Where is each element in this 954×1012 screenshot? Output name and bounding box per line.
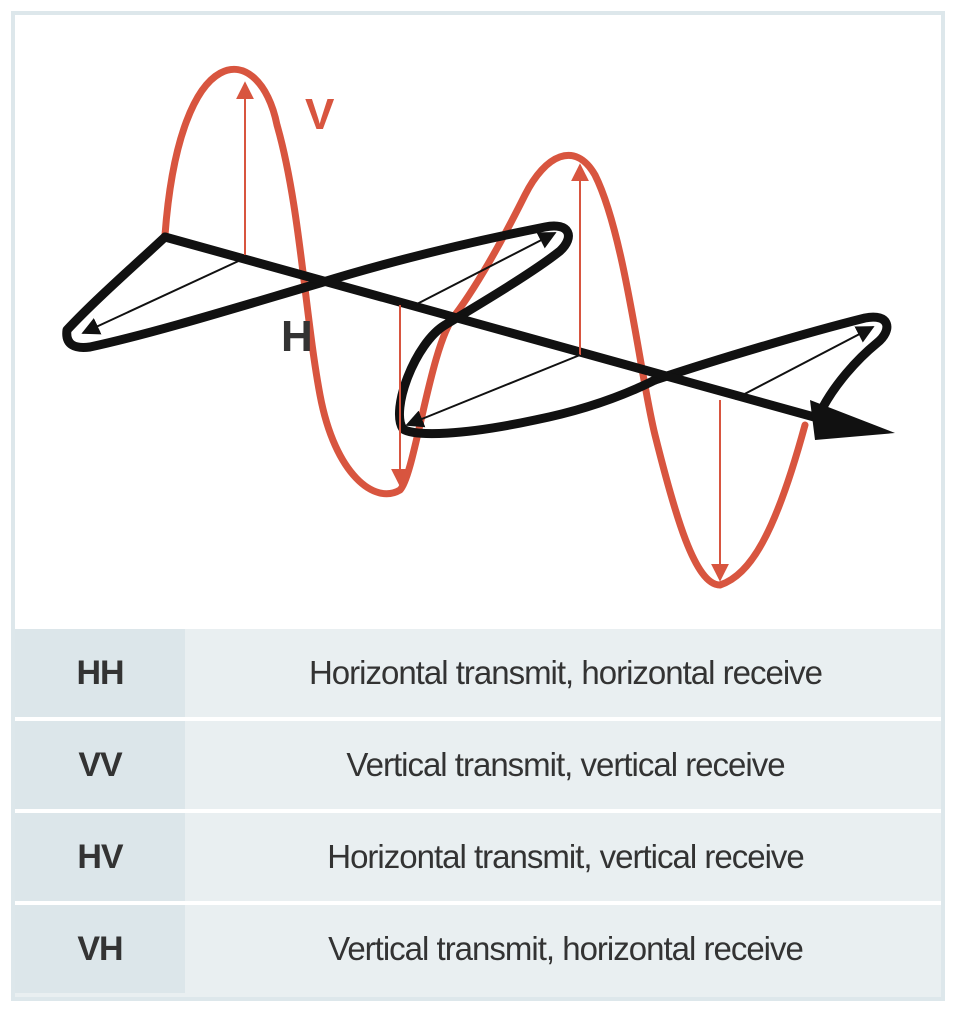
vertical-wave bbox=[161, 65, 809, 589]
propagation-arrowhead bbox=[810, 400, 895, 440]
table-row: VV Vertical transmit, vertical receive bbox=[15, 721, 941, 809]
horizontal-vector-3 bbox=[405, 354, 581, 428]
polarization-code: VV bbox=[15, 721, 185, 809]
table-row: VH Vertical transmit, horizontal receive bbox=[15, 905, 941, 993]
polarization-code: VH bbox=[15, 905, 185, 993]
horizontal-vector-4 bbox=[734, 326, 875, 400]
polarization-description: Horizontal transmit, horizontal receive bbox=[190, 629, 941, 717]
row-divider bbox=[15, 901, 941, 905]
vertical-wave-label: V bbox=[305, 90, 335, 139]
polarization-table: HH Horizontal transmit, horizontal recei… bbox=[15, 629, 941, 997]
wave-diagram: V H bbox=[62, 65, 895, 589]
polarization-code: HH bbox=[15, 629, 185, 717]
polarization-description: Vertical transmit, vertical receive bbox=[190, 721, 941, 809]
row-divider bbox=[15, 717, 941, 721]
polarization-code: HV bbox=[15, 813, 185, 901]
row-divider bbox=[15, 809, 941, 813]
polarization-description: Horizontal transmit, vertical receive bbox=[190, 813, 941, 901]
polarization-card: V H HH Horizontal transmit, horizontal r… bbox=[11, 11, 945, 1001]
horizontal-wave-loop-1 bbox=[62, 221, 660, 439]
table-row: HV Horizontal transmit, vertical receive bbox=[15, 813, 941, 901]
polarization-description: Vertical transmit, horizontal receive bbox=[190, 905, 941, 993]
horizontal-wave-loop-2 bbox=[650, 312, 892, 412]
horizontal-vector-1 bbox=[81, 257, 246, 335]
table-row: HH Horizontal transmit, horizontal recei… bbox=[15, 629, 941, 717]
polarization-diagram: V H bbox=[15, 15, 941, 629]
horizontal-vector-2 bbox=[414, 232, 557, 306]
propagation-axis bbox=[160, 232, 830, 425]
horizontal-wave-label: H bbox=[281, 312, 313, 361]
